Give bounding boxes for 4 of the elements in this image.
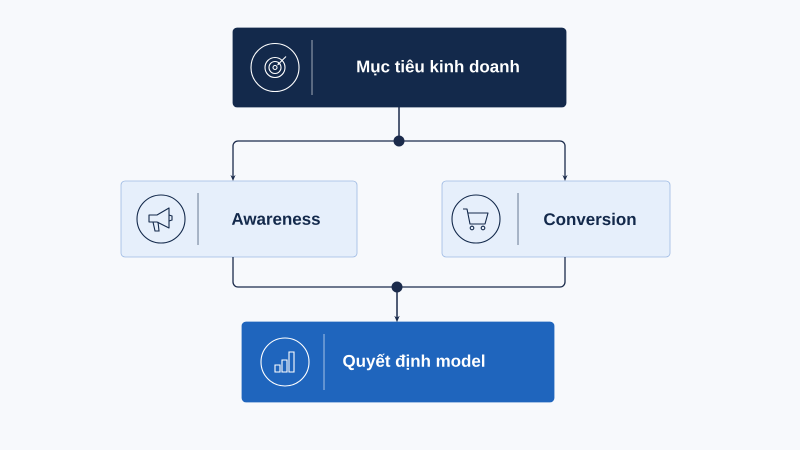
process-box: Quyết định model	[242, 322, 554, 402]
process-box: Conversion	[442, 180, 670, 258]
process-box: Awareness	[120, 180, 358, 258]
process-box: Mục tiêu kinh doanh	[232, 28, 566, 108]
